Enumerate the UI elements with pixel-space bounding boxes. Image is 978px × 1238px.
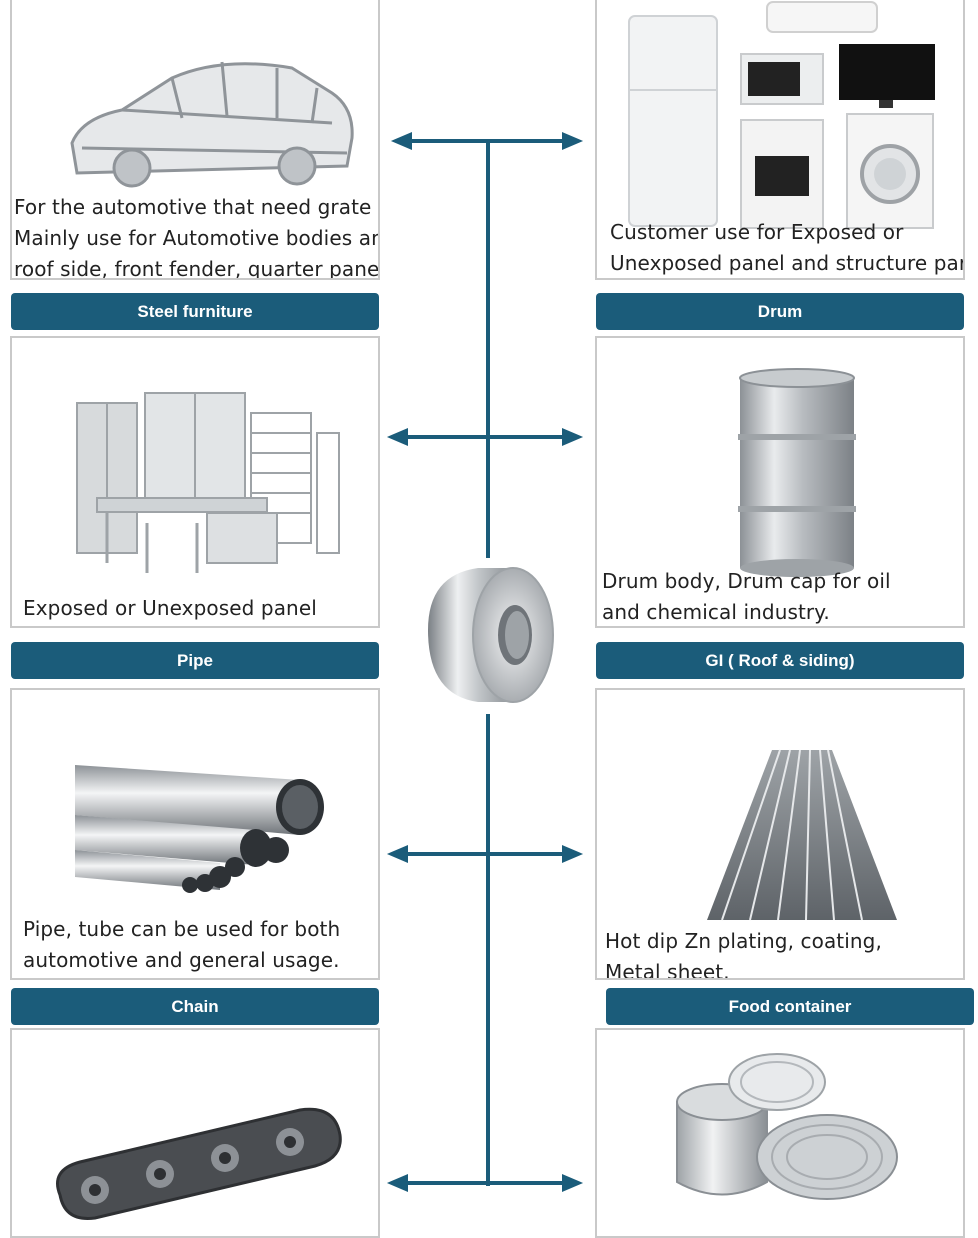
food-cans-icon	[676, 1053, 898, 1200]
description-line: roof side, front fender, quarter panel, …	[14, 257, 380, 280]
category-header-drum: Drum	[596, 293, 964, 330]
description-line: and chemical industry.	[602, 600, 830, 624]
card-automotive: For the automotive that need grate forma…	[10, 0, 380, 280]
corrugated-sheet-icon	[707, 749, 897, 921]
description-line: Hot dip Zn plating, coating,	[605, 929, 882, 953]
description-line: For the automotive that need grate forma…	[14, 195, 378, 219]
roller-chain-icon	[56, 1107, 342, 1221]
description-line: Mainly use for Automotive bodies and par…	[14, 226, 378, 250]
card-food-container	[595, 1028, 965, 1238]
category-header-food-container: Food container	[606, 988, 974, 1025]
connector-arrow-row-1	[390, 131, 584, 151]
steel-coil-icon	[428, 567, 554, 703]
category-header-chain: Chain	[11, 988, 379, 1025]
description-line: automotive and general usage.	[23, 948, 340, 972]
card-description: For the automotive that need grate forma…	[14, 192, 380, 280]
card-steel-furniture: Exposed or Unexposed panel	[10, 336, 380, 628]
category-header-pipe: Pipe	[11, 642, 379, 679]
description-line: Unexposed panel and structure part	[610, 251, 965, 275]
connector-arrow-row-3	[386, 844, 584, 864]
description-line: Customer use for Exposed or	[610, 220, 904, 244]
home-appliances-icon	[628, 1, 935, 229]
card-description: Exposed or Unexposed panel	[23, 593, 317, 624]
card-description: Customer use for Exposed or Unexposed pa…	[610, 217, 965, 278]
car-body-icon	[70, 61, 354, 188]
card-drum: Drum body, Drum cap for oil and chemical…	[595, 336, 965, 628]
card-description: Drum body, Drum cap for oil and chemical…	[602, 566, 891, 626]
steel-pipes-icon	[75, 765, 324, 893]
connector-arrow-row-4	[386, 1173, 584, 1193]
card-description: Pipe, tube can be used for both automoti…	[23, 914, 340, 976]
card-description: Hot dip Zn plating, coating, Metal sheet…	[605, 926, 882, 980]
category-header-steel-furniture: Steel furniture	[11, 293, 379, 330]
connector-arrow-row-2	[386, 427, 584, 447]
category-header-gi-roof-siding: GI ( Roof & siding)	[596, 642, 964, 679]
card-gi-roof-siding: Hot dip Zn plating, coating, Metal sheet…	[595, 688, 965, 980]
card-chain	[10, 1028, 380, 1238]
card-appliances: Customer use for Exposed or Unexposed pa…	[595, 0, 965, 280]
card-pipe: Pipe, tube can be used for both automoti…	[10, 688, 380, 980]
steel-drum-icon	[738, 368, 856, 577]
description-line: Pipe, tube can be used for both	[23, 917, 341, 941]
description-line: Metal sheet.	[605, 960, 730, 980]
steel-furniture-icon	[76, 392, 340, 573]
description-line: Drum body, Drum cap for oil	[602, 569, 891, 593]
description-line: Exposed or Unexposed panel	[23, 596, 317, 620]
